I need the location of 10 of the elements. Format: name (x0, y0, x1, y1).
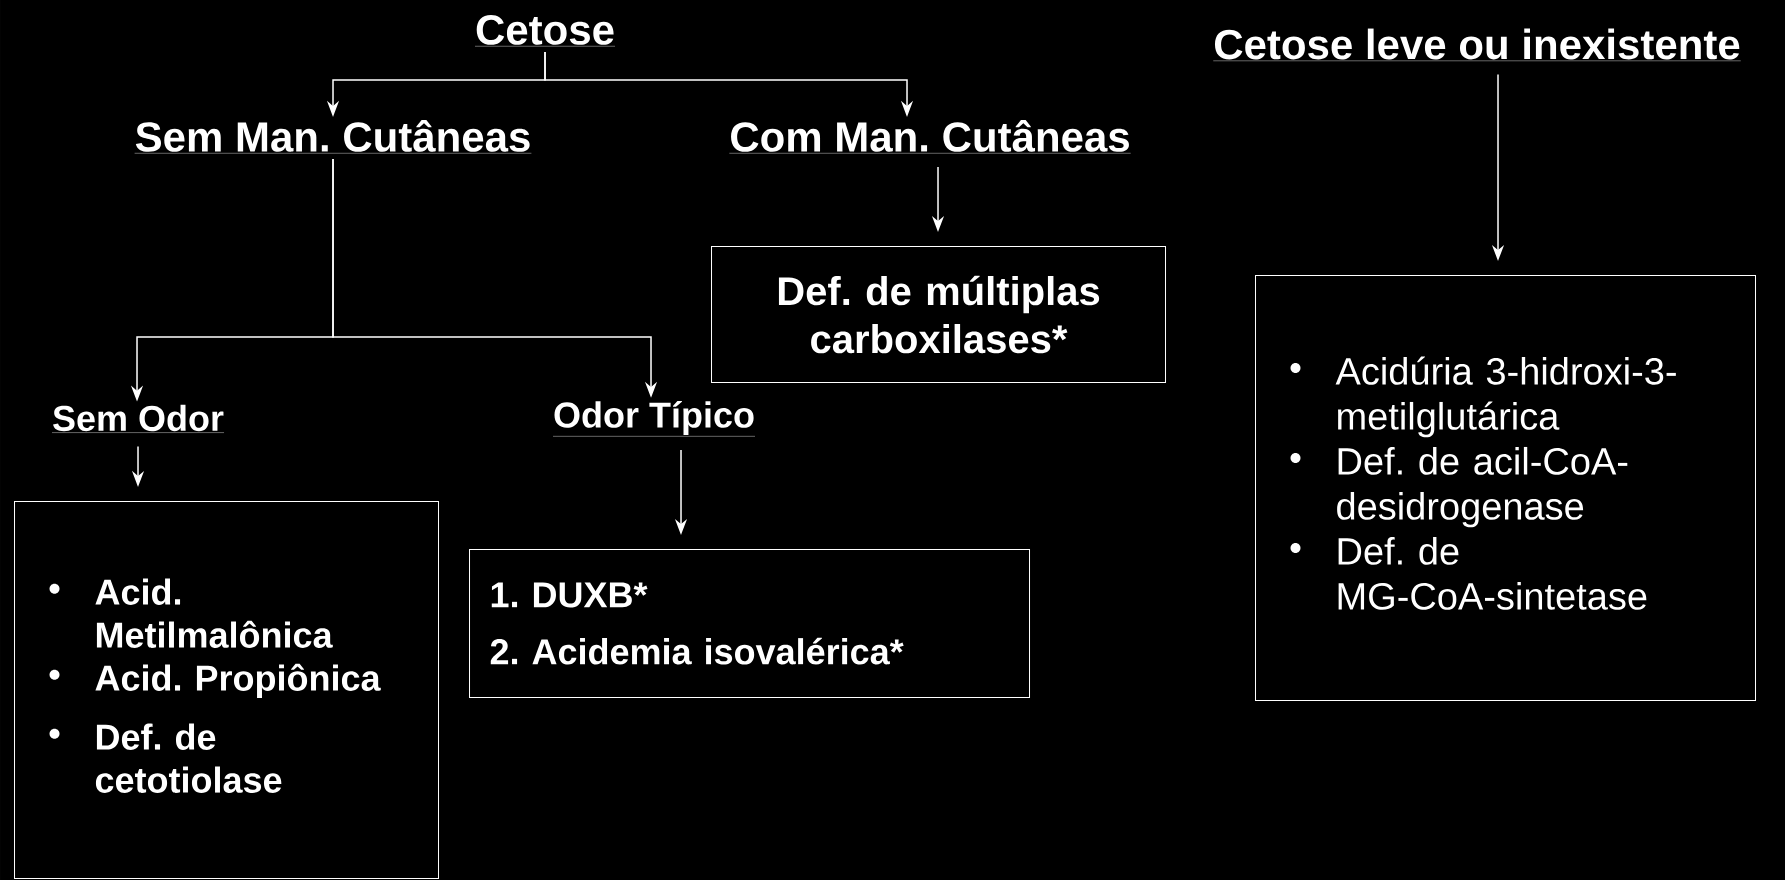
heading-text: Com Man. Cutâneas (729, 120, 1131, 154)
list-box: Acid. Metilmalônica Acid. Propiônica Def. de cetotiolase (14, 501, 439, 879)
heading-text: Odor Típico (552, 401, 756, 437)
heading-text: Sem Odor (51, 404, 225, 433)
heading-text: Sem Man. Cutâneas (134, 120, 532, 154)
heading-text: Cetose (474, 15, 616, 47)
heading-text: Cetose leve ou inexistente (1213, 28, 1741, 61)
text-box: Def. de múltiplas carboxilases* (711, 246, 1166, 383)
text-box: 1. DUXB* 2. Acidemia isovalérica* (469, 549, 1030, 698)
list-box: Acidúria 3-hidroxi-3-metilglutárica Def. de acil-CoA-desidrogenase Def. de MG-CoA-sintetase (1255, 275, 1756, 701)
